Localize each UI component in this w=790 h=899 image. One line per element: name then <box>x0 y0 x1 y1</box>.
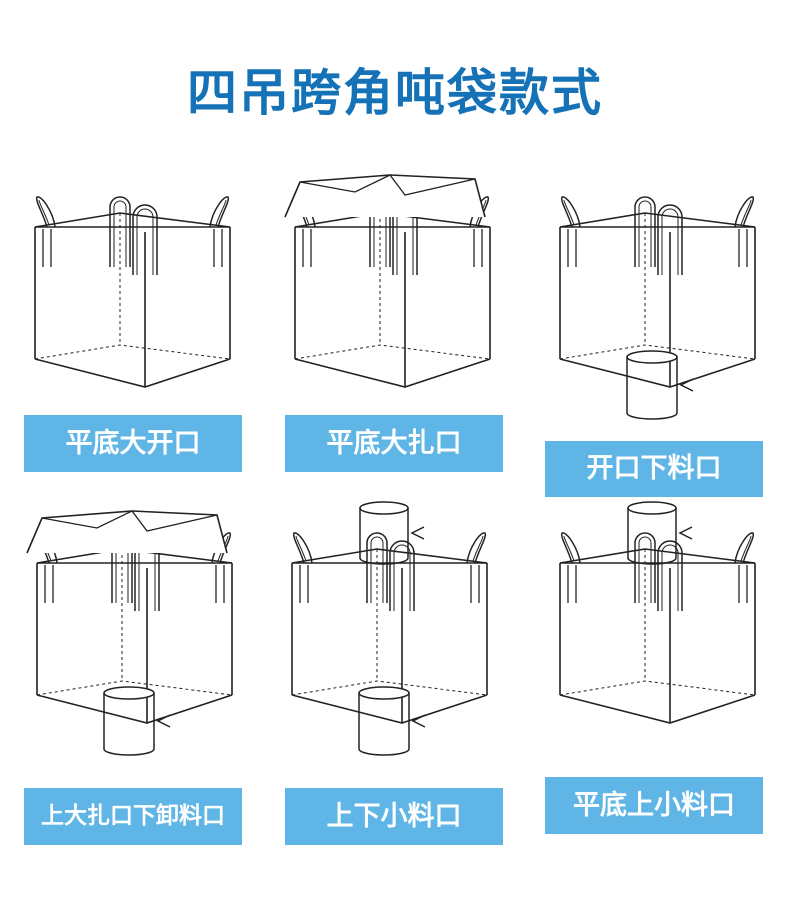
bag-hidden-bottom-edge <box>36 680 233 696</box>
bag-bottom-edge <box>294 358 491 388</box>
bag-flat-bottom-top-spout <box>559 501 756 724</box>
corner-lifting-loop-inner <box>563 199 575 226</box>
front-lifting-loop-inner <box>661 544 679 611</box>
discharge-spout-arrow <box>411 714 426 728</box>
front-lifting-loop-inner <box>393 544 411 611</box>
corner-lifting-loop-inner <box>215 199 227 226</box>
bag-bottom-edge <box>34 358 231 388</box>
corner-lifting-loop <box>35 196 56 228</box>
corner-lifting-loop-inner <box>295 535 307 562</box>
bag-open-top-discharge-spout <box>559 196 756 420</box>
corner-lifting-loop <box>734 196 755 228</box>
top-filling-spout-arrow <box>678 526 693 540</box>
bag-hidden-bottom-edge <box>34 344 231 360</box>
corner-lifting-loop <box>209 196 230 228</box>
bag-hidden-bottom-edge <box>291 680 488 696</box>
style-label-top-and-bottom-spout: 上下小料口 <box>285 788 503 845</box>
back-lifting-loop-inner <box>638 536 652 603</box>
front-lifting-loop-inner <box>136 208 154 275</box>
corner-lifting-loop <box>734 532 755 564</box>
discharge-spout-arrow <box>156 714 171 728</box>
bag-flat-bottom-open-top <box>34 196 231 388</box>
front-lifting-loop <box>389 540 415 611</box>
bag-duffle-top-discharge-spout <box>26 510 233 756</box>
front-lifting-loop-inner <box>661 208 679 275</box>
front-lifting-loop <box>132 204 158 275</box>
corner-lifting-loop <box>560 532 581 564</box>
duffle-top-skirt <box>26 510 228 554</box>
discharge-spout-rim <box>626 350 678 364</box>
corner-lifting-loop-inner <box>563 535 575 562</box>
back-lifting-loop <box>634 532 656 603</box>
corner-lifting-loop-inner <box>38 199 50 226</box>
style-label-flat-bottom-top-spout: 平底上小料口 <box>545 777 763 834</box>
bag-bottom-edge <box>559 358 756 388</box>
back-lifting-loop <box>634 196 656 267</box>
corner-lifting-loop <box>466 532 487 564</box>
bag-hidden-bottom-edge <box>559 680 756 696</box>
back-lifting-loop-inner <box>113 200 127 267</box>
discharge-spout-bottom <box>103 748 155 756</box>
bag-hidden-bottom-edge <box>559 344 756 360</box>
bag-flat-bottom-duffle-top <box>284 174 491 388</box>
top-filling-spout-bottom <box>627 557 677 565</box>
duffle-top-fold <box>299 174 476 196</box>
corner-lifting-loop <box>560 196 581 228</box>
page-title: 四吊跨角吨袋款式 <box>187 64 603 122</box>
top-filling-spout-rim <box>627 501 677 515</box>
duffle-top-skirt <box>284 174 486 218</box>
back-lifting-loop-inner <box>638 200 652 267</box>
top-filling-spout-bottom <box>359 557 409 565</box>
discharge-spout-rim <box>358 686 410 700</box>
style-label-duffle-top-discharge-spout: 上大扎口下卸料口 <box>24 788 242 845</box>
back-lifting-loop <box>109 196 131 267</box>
back-lifting-loop <box>366 532 388 603</box>
top-filling-spout-rim <box>359 501 409 515</box>
discharge-spout-rim <box>103 686 155 700</box>
style-label-open-top-discharge-spout: 开口下料口 <box>545 441 763 497</box>
front-lifting-loop <box>657 204 683 275</box>
bag-bottom-edge <box>36 694 233 724</box>
corner-lifting-loop <box>292 532 313 564</box>
corner-lifting-loop-inner <box>740 535 752 562</box>
discharge-spout-arrow <box>679 378 694 392</box>
corner-lifting-loop-inner <box>740 199 752 226</box>
bag-hidden-bottom-edge <box>294 344 491 360</box>
discharge-spout-bottom <box>626 412 678 420</box>
style-label-flat-bottom-open-top: 平底大开口 <box>24 415 242 472</box>
back-lifting-loop-inner <box>370 536 384 603</box>
top-filling-spout-arrow <box>410 526 425 540</box>
bag-bottom-edge <box>559 694 756 724</box>
style-label-flat-bottom-duffle-top: 平底大扎口 <box>285 415 503 472</box>
front-lifting-loop <box>657 540 683 611</box>
duffle-top-fold <box>41 510 218 532</box>
bag-top-and-bottom-spout <box>291 501 488 756</box>
discharge-spout-bottom <box>358 748 410 756</box>
bag-bottom-edge <box>291 694 488 724</box>
corner-lifting-loop-inner <box>472 535 484 562</box>
